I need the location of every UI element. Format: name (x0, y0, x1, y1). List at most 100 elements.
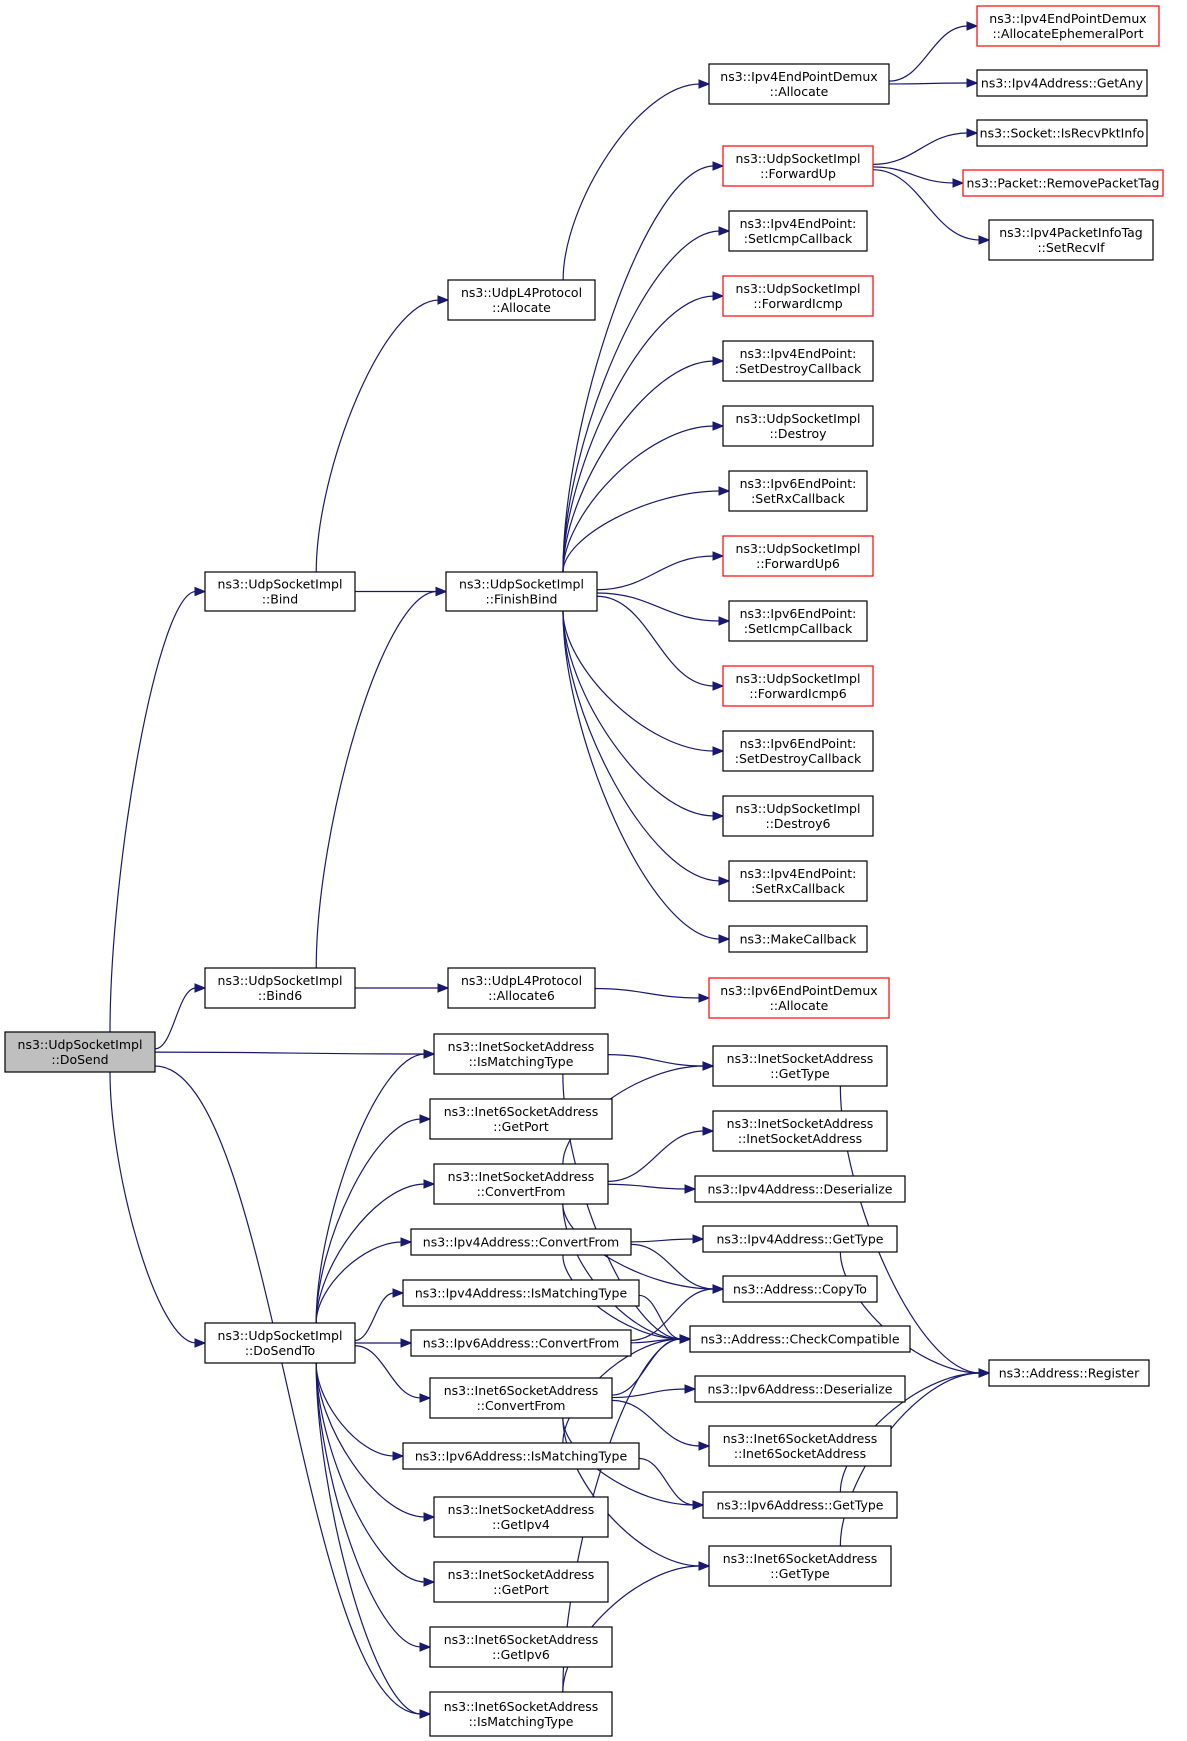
node-box (722, 665, 874, 707)
node-inet6-getipv6[interactable]: ns3::Inet6SocketAddress::GetIpv6 (429, 1626, 613, 1668)
edge-finishbind-to-destroy6 (562, 610, 715, 817)
node-label-line: ns3::Ipv4EndPointDemux (720, 69, 877, 84)
arrowhead (966, 78, 979, 88)
node-ipv6ep-setdestroy[interactable]: ns3::Ipv6EndPoint::SetDestroyCallback (722, 730, 874, 772)
node-box (4, 1031, 156, 1073)
node-makecallback[interactable]: ns3::MakeCallback (728, 925, 868, 953)
node-box (976, 69, 1148, 97)
node-pktinfo-setrecvif[interactable]: ns3::Ipv4PacketInfoTag::SetRecvIf (988, 219, 1154, 261)
edge-dosendto-to-inet6-getport (315, 1118, 422, 1324)
arrowhead (679, 1334, 692, 1344)
node-label-line: ns3::Ipv4Address::Deserialize (708, 1182, 893, 1197)
edge-ipv4-convert-to-addr-copyto (630, 1243, 715, 1290)
node-ipv4-getany[interactable]: ns3::Ipv4Address::GetAny (976, 69, 1148, 97)
arrowhead (419, 1709, 432, 1719)
node-inet6-gettype[interactable]: ns3::Inet6SocketAddress::GetType (708, 1545, 892, 1587)
node-inet6-getport[interactable]: ns3::Inet6SocketAddress::GetPort (429, 1098, 613, 1140)
node-forwardup6[interactable]: ns3::UdpSocketImpl::ForwardUp6 (722, 535, 874, 577)
node-label-line: ::Bind (262, 592, 298, 607)
node-label-line: ns3::Ipv4EndPoint: (740, 216, 857, 231)
edge-finishbind-to-forwardup (562, 165, 715, 573)
node-label-line: ns3::Inet6SocketAddress (444, 1632, 599, 1647)
node-inet-convert[interactable]: ns3::InetSocketAddress::ConvertFrom (433, 1163, 609, 1205)
node-label-line: ns3::UdpSocketImpl (218, 577, 343, 592)
edge-bind-to-udpl4-alloc (315, 299, 440, 573)
node-box (708, 1545, 892, 1587)
node-box (402, 1279, 640, 1307)
node-label-line: ::DoSend (51, 1052, 108, 1067)
node-ipv4epd-alloc[interactable]: ns3::Ipv4EndPointDemux::Allocate (708, 63, 890, 105)
node-label-line: ::Destroy6 (765, 816, 830, 831)
node-bind[interactable]: ns3::UdpSocketImpl::Bind (204, 571, 356, 612)
node-ipv4ep-setrx[interactable]: ns3::Ipv4EndPoint::SetRxCallback (728, 860, 868, 902)
node-ipv4-gettype[interactable]: ns3::Ipv4Address::GetType (702, 1225, 898, 1253)
node-bind6[interactable]: ns3::UdpSocketImpl::Bind6 (204, 967, 356, 1009)
node-pkt-removetag[interactable]: ns3::Packet::RemovePacketTag (962, 169, 1164, 197)
node-forwardicmp6[interactable]: ns3::UdpSocketImpl::ForwardIcmp6 (722, 665, 874, 707)
edge-ipv6-convert-to-addr-copyto (630, 1288, 715, 1341)
node-box (402, 1442, 640, 1470)
node-destroy6[interactable]: ns3::UdpSocketImpl::Destroy6 (722, 795, 874, 837)
edge-finishbind-to-ipv6ep-setrx (562, 490, 721, 573)
arrowhead (712, 1284, 725, 1294)
node-label-line: ns3::Inet6SocketAddress (444, 1699, 599, 1714)
node-inet-getport[interactable]: ns3::InetSocketAddress::GetPort (433, 1561, 609, 1603)
node-inet-gettype[interactable]: ns3::InetSocketAddress::GetType (712, 1045, 888, 1087)
node-box (689, 1325, 911, 1353)
node-addr-register[interactable]: ns3::Address::Register (988, 1359, 1150, 1387)
node-box (694, 1375, 906, 1403)
node-addr-check[interactable]: ns3::Address::CheckCompatible (689, 1325, 911, 1353)
node-ipv6-deser[interactable]: ns3::Ipv6Address::Deserialize (694, 1375, 906, 1403)
node-addr-copyto[interactable]: ns3::Address::CopyTo (722, 1275, 878, 1303)
node-forwardup[interactable]: ns3::UdpSocketImpl::ForwardUp (722, 145, 874, 187)
node-ipv6ep-setrx[interactable]: ns3::Ipv6EndPoint::SetRxCallback (728, 470, 868, 512)
node-inet-getipv4[interactable]: ns3::InetSocketAddress::GetIpv4 (433, 1496, 609, 1538)
node-label-line: ns3::Ipv6EndPoint: (740, 736, 857, 751)
arrowhead (400, 1237, 413, 1247)
node-box (708, 63, 890, 105)
node-label-line: ns3::UdpSocketImpl (736, 801, 861, 816)
node-sock-isrecv[interactable]: ns3::Socket::IsRecvPktInfo (976, 119, 1148, 147)
arrowhead (423, 1179, 436, 1189)
node-inet6-ismatch[interactable]: ns3::Inet6SocketAddress::IsMatchingType (429, 1691, 613, 1737)
arrowhead (712, 161, 725, 171)
arrowhead (419, 1393, 432, 1403)
node-label-line: ns3::Inet6SocketAddress (444, 1104, 599, 1119)
arrowhead (702, 1061, 715, 1071)
node-label-line: ::ForwardUp6 (756, 556, 840, 571)
arrowhead (698, 79, 711, 89)
node-label-line: ns3::Packet::RemovePacketTag (967, 176, 1160, 191)
arrowhead (712, 811, 725, 821)
node-destroy[interactable]: ns3::UdpSocketImpl::Destroy (722, 405, 874, 447)
node-label-line: ::GetPort (493, 1582, 549, 1597)
node-dosendto[interactable]: ns3::UdpSocketImpl::DoSendTo (204, 1322, 356, 1364)
node-ipv6ep-seticmp[interactable]: ns3::Ipv6EndPoint::SetIcmpCallback (728, 600, 868, 642)
edge-finishbind-to-ipv6ep-setdestroy (562, 610, 715, 752)
node-label-line: ::GetIpv4 (492, 1517, 550, 1532)
node-box (410, 1228, 632, 1256)
node-udpl4-alloc[interactable]: ns3::UdpL4Protocol::Allocate (447, 279, 596, 321)
node-dosend[interactable]: ns3::UdpSocketImpl::DoSend (4, 1031, 156, 1073)
node-inet-ctor[interactable]: ns3::InetSocketAddress::InetSocketAddres… (712, 1110, 888, 1152)
node-ipv6-convert[interactable]: ns3::Ipv6Address::ConvertFrom (410, 1329, 632, 1357)
node-ipv4-convert[interactable]: ns3::Ipv4Address::ConvertFrom (410, 1228, 632, 1256)
node-inet6-ctor[interactable]: ns3::Inet6SocketAddress::Inet6SocketAddr… (708, 1425, 892, 1467)
node-label-line: ::FinishBind (486, 592, 558, 607)
node-forwardicmp[interactable]: ns3::UdpSocketImpl::ForwardIcmp (722, 275, 874, 317)
node-box (429, 1377, 613, 1419)
node-udpl4-alloc6[interactable]: ns3::UdpL4Protocol::Allocate6 (447, 967, 596, 1009)
node-finishbind[interactable]: ns3::UdpSocketImpl::FinishBind (445, 571, 598, 612)
edge-dosendto-to-inet-getport (315, 1362, 426, 1583)
node-ipv6-ismatch[interactable]: ns3::Ipv6Address::IsMatchingType (402, 1442, 640, 1470)
node-ipv6epd-alloc[interactable]: ns3::Ipv6EndPointDemux::Allocate (708, 977, 890, 1019)
node-ipv4ep-seticmp[interactable]: ns3::Ipv4EndPoint::SetIcmpCallback (728, 210, 868, 252)
node-ipv4-ismatch[interactable]: ns3::Ipv4Address::IsMatchingType (402, 1279, 640, 1307)
node-ipv4epd-ephem[interactable]: ns3::Ipv4EndPointDemux::AllocateEphemera… (976, 5, 1160, 47)
node-inet6-convert[interactable]: ns3::Inet6SocketAddress::ConvertFrom (429, 1377, 613, 1419)
node-box (429, 1626, 613, 1668)
node-ipv6-gettype[interactable]: ns3::Ipv6Address::GetType (702, 1491, 898, 1519)
node-inet-ismatch[interactable]: ns3::InetSocketAddress::IsMatchingType (433, 1033, 609, 1075)
node-ipv4ep-setdestroy[interactable]: ns3::Ipv4EndPoint::SetDestroyCallback (722, 340, 874, 382)
node-box (976, 5, 1160, 47)
node-ipv4-deser[interactable]: ns3::Ipv4Address::Deserialize (694, 1175, 906, 1203)
